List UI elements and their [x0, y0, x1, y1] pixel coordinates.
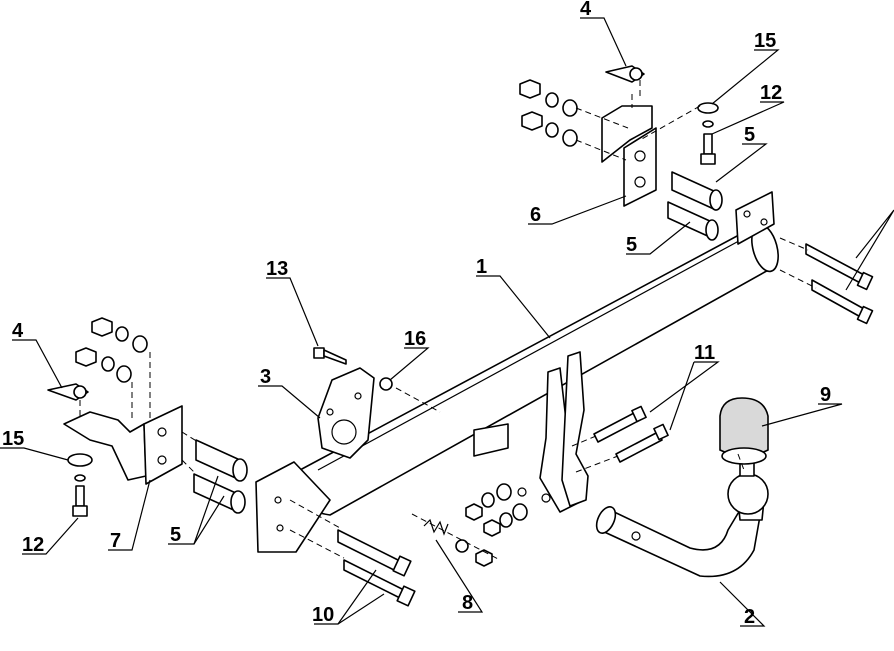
right-bracket: [601, 105, 657, 207]
bolts-left: [337, 529, 416, 607]
callout-5-left: 5: [170, 524, 181, 546]
left-bracket: [63, 405, 183, 485]
callout-2: 2: [744, 606, 755, 628]
clip-left: [47, 383, 89, 418]
callout-labels: 1 2 3 4 4 5 5 5 6 7 8 9 10 11 12 12 13 1…: [2, 0, 831, 628]
callout-7: 7: [110, 530, 121, 552]
tow-ball-icon: [727, 461, 769, 515]
socket-plate-icon: [317, 367, 375, 459]
hardware-top: [519, 79, 629, 161]
callout-6: 6: [530, 204, 541, 226]
bolts-11: [593, 405, 669, 463]
callout-15-top: 15: [754, 30, 776, 52]
spacer-sleeves-left: [193, 439, 248, 514]
washer-bolt-top: [697, 102, 719, 165]
ball-cap-icon: [719, 397, 769, 465]
callout-1: 1: [476, 256, 487, 278]
spring-assembly: [411, 513, 501, 567]
callout-10: 10: [312, 604, 334, 626]
callout-11: 11: [694, 342, 715, 364]
callout-4-left: 4: [12, 320, 24, 342]
callout-9: 9: [820, 384, 831, 406]
callout-12-left: 12: [22, 534, 44, 556]
callout-3: 3: [260, 366, 271, 388]
callout-16: 16: [404, 328, 426, 350]
neck-fasteners: [465, 483, 528, 537]
leader-lines: [0, 17, 894, 627]
clip-top: [605, 65, 645, 100]
washer-bolt-left: [67, 453, 93, 517]
right-end-plate: [735, 191, 775, 245]
callout-5-top-b: 5: [626, 234, 637, 256]
alignment-lines: [181, 94, 817, 559]
spacer-sleeves-top: [667, 171, 723, 241]
callout-4-top: 4: [580, 0, 592, 20]
left-end-plate: [255, 461, 331, 553]
callout-13: 13: [266, 258, 288, 280]
washer-16: [379, 377, 393, 391]
bolt-13: [313, 347, 347, 365]
crossbar-tube: [297, 223, 779, 516]
callout-5-top-a: 5: [744, 124, 755, 146]
neck-bracket: [473, 351, 589, 513]
callout-8: 8: [462, 592, 473, 614]
hardware-left: [75, 317, 151, 420]
callout-15-left: 15: [2, 428, 24, 450]
callout-12-top: 12: [760, 82, 782, 104]
bolts-right: [805, 243, 874, 325]
